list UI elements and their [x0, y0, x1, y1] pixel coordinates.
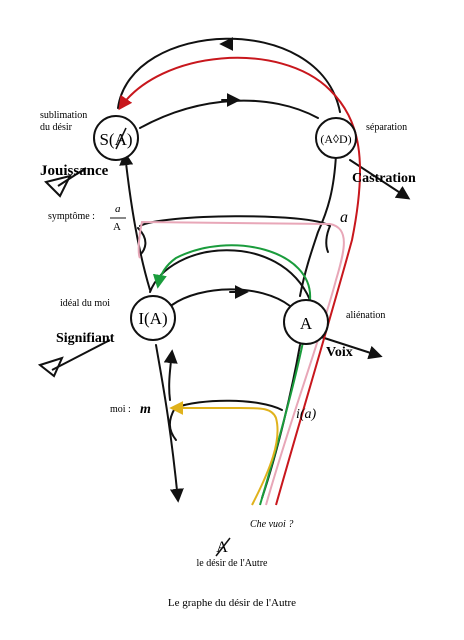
- node-i-a: I(A): [130, 295, 176, 341]
- green-path: [152, 244, 312, 506]
- label-moi-symbol: m: [140, 402, 151, 417]
- label-a-small: a: [340, 209, 348, 226]
- label-che-vuoi: Che vuoi ?: [250, 519, 293, 530]
- label-symptome-num: a: [115, 203, 121, 215]
- left-upper-vertical: [119, 151, 151, 291]
- right-upper-vertical: [299, 154, 337, 297]
- label-i-of-a: i(a): [296, 407, 317, 422]
- label-desir-autre: le désir de l'Autre: [197, 558, 269, 569]
- label-separation: séparation: [366, 122, 407, 133]
- middle-arc: [171, 288, 291, 307]
- label-ideal-du-moi: idéal du moi: [60, 298, 110, 309]
- red-path: [118, 56, 362, 506]
- label-symptome-den: A: [113, 221, 121, 233]
- label-voix: Voix: [326, 345, 353, 360]
- pink-path: [137, 220, 345, 506]
- moi-line: [174, 399, 283, 411]
- node-s-barred-a: S(A): [93, 115, 139, 161]
- page-title: Le graphe du désir de l'Autre: [168, 597, 296, 609]
- node-a: A: [283, 299, 329, 345]
- label-moi: moi :: [110, 404, 131, 415]
- svg-text:I(A): I(A): [138, 309, 167, 328]
- label-signifiant: Signifiant: [56, 331, 115, 346]
- svg-text:(A◊D): (A◊D): [320, 132, 351, 146]
- label-jouissance: Jouissance: [40, 163, 109, 179]
- label-sublimation-2: du désir: [40, 122, 73, 133]
- node-a-losange-d: (A◊D): [315, 117, 357, 159]
- label-alienation: aliénation: [346, 310, 385, 321]
- label-castration: Castration: [352, 171, 416, 186]
- svg-text:A: A: [300, 314, 313, 333]
- yellow-path: [169, 401, 279, 506]
- label-sublimation: sublimation: [40, 110, 87, 121]
- jouissance-triangle-icon: [44, 174, 72, 198]
- svg-text:S(A): S(A): [99, 130, 132, 149]
- left-lower-vertical: [155, 344, 184, 503]
- label-symptome: symptôme :: [48, 211, 95, 222]
- upper-arc: [139, 99, 319, 129]
